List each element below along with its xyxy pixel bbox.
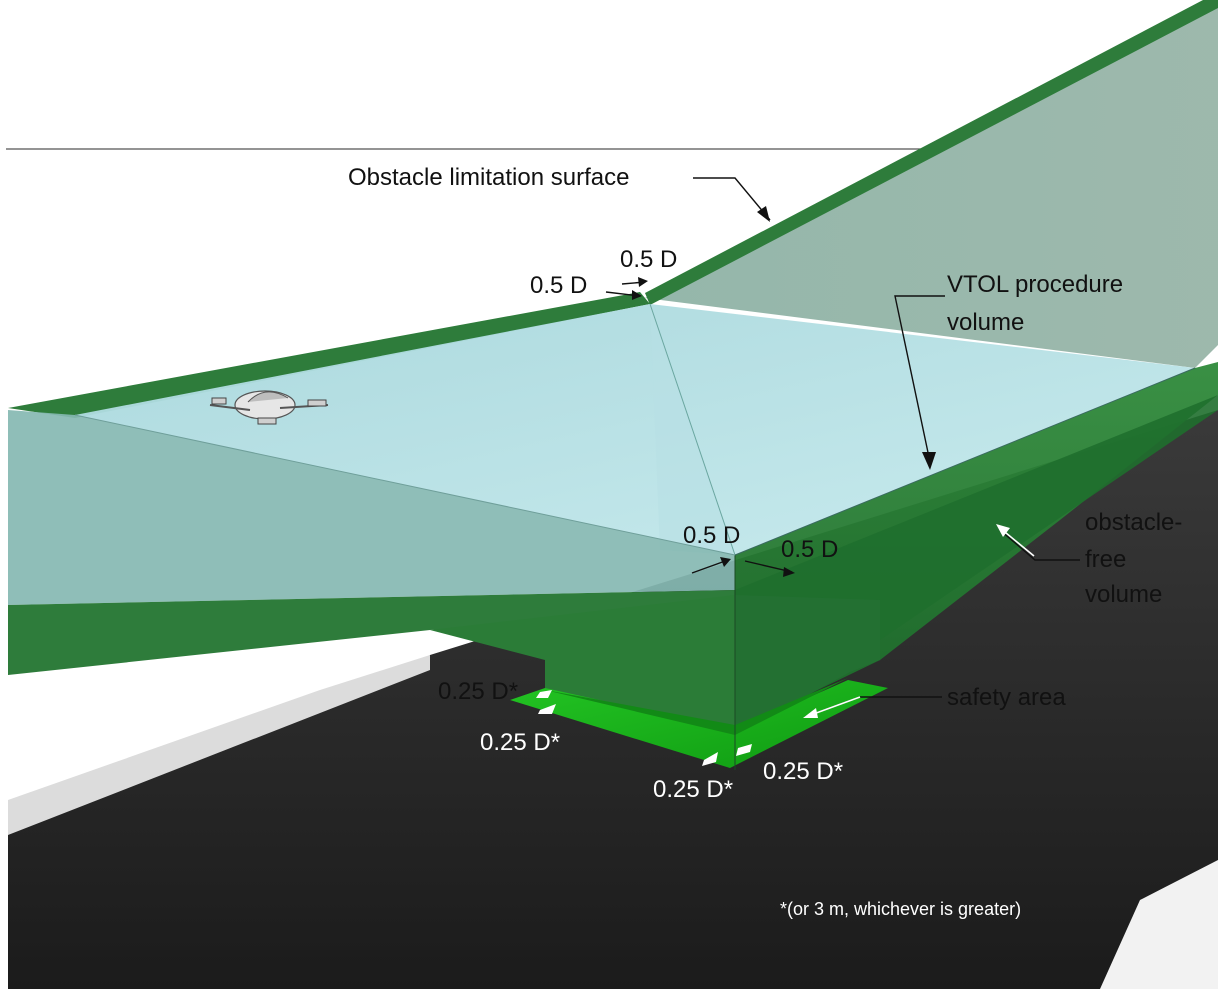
vtol-arrow-head	[922, 452, 936, 470]
dim-mid-b-head	[783, 567, 795, 577]
ols-arrow-head	[757, 206, 770, 222]
of-arrow-white-head	[996, 524, 1010, 537]
quarter-dim-2	[538, 704, 556, 714]
obstacle-limitation-surface-right	[645, 2, 1218, 368]
funnel-right-wall	[735, 595, 880, 735]
vtol-volume-left-face	[8, 410, 735, 605]
funnel-left-wall	[430, 595, 735, 735]
edge-line-2	[649, 303, 736, 556]
dim-mid-a-head	[720, 557, 731, 567]
half-d-mid-left-label: 0.5 D	[683, 522, 741, 549]
obstacle-free-volume-label-3: volume	[1085, 581, 1163, 608]
ground-edge-right	[1100, 860, 1218, 989]
vtol-leader	[894, 295, 945, 463]
ols-leader	[693, 177, 771, 221]
evtol-aircraft-icon	[209, 390, 329, 425]
quarter-d-label-2: 0.25 D*	[480, 729, 561, 756]
quarter-dim-1	[536, 690, 552, 698]
safety-area-inner	[545, 678, 848, 735]
obstacle-free-volume-label-1: obstacle-	[1085, 509, 1183, 536]
vtol-procedure-volume-top	[75, 304, 1195, 555]
edge-line-3	[74, 414, 736, 556]
obstacle-free-leader	[999, 529, 1080, 561]
arrow-heads	[632, 206, 936, 577]
safety-arrow-white-head	[803, 708, 818, 718]
dim-mid-a	[691, 559, 729, 574]
quarter-d-label-4: 0.25 D*	[763, 758, 844, 785]
obstacle-limitation-surface-right-edge	[645, 0, 1218, 305]
quarter-d-label-1: 0.25 D*	[438, 678, 519, 705]
quarter-dim-4	[736, 744, 752, 756]
white-arrow-heads	[536, 524, 1010, 766]
safety-area-label: safety area	[947, 684, 1066, 711]
half-d-top-right-label: 0.5 D	[620, 246, 678, 273]
vtol-procedure-volume-label-1: VTOL procedure	[947, 271, 1124, 298]
ground-edge-left	[8, 655, 430, 835]
half-d-mid-right-label: 0.5 D	[781, 536, 839, 563]
obstacle-limitation-surface-label: Obstacle limitation surface	[348, 164, 630, 191]
half-d-top-left-label: 0.5 D	[530, 272, 588, 299]
obstacle-free-volume-label-2: free	[1085, 546, 1127, 573]
edge-line-4	[734, 367, 1196, 556]
dim-top-b-head	[638, 277, 648, 287]
footnote-label: *(or 3 m, whichever is greater)	[780, 899, 1022, 919]
quarter-d-label-3: 0.25 D*	[653, 776, 734, 803]
left-surface-slab	[8, 590, 735, 675]
vtol-procedure-volume-label-2: volume	[947, 309, 1025, 336]
dim-top-a-head	[632, 290, 642, 300]
obstacle-limitation-surface-left-edge	[8, 292, 650, 418]
quarter-dim-3	[702, 752, 718, 766]
